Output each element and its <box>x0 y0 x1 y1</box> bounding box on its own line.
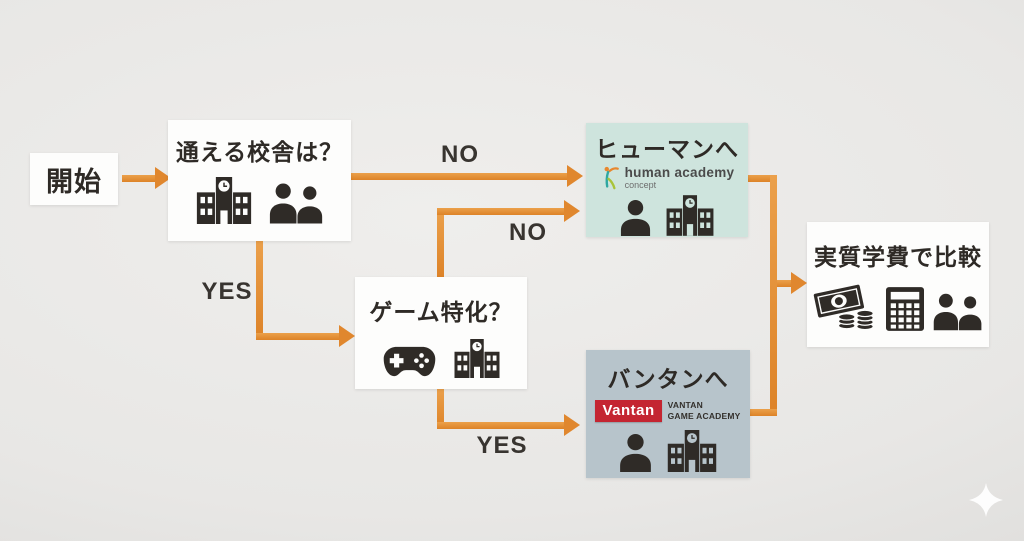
node-compare-tuition: 実質学費で比較 <box>807 222 989 347</box>
arrowhead-merge-to-compare <box>791 272 807 294</box>
edge-merge-arrow-line <box>777 280 793 287</box>
edge-merge-vertical <box>770 175 777 416</box>
compare-label: 実質学費で比較 <box>814 244 982 270</box>
compare-icons <box>812 282 984 331</box>
node-start: 開始 <box>30 153 118 205</box>
question-campus-label: 通える校舎は？ <box>175 139 344 165</box>
sparkle-icon <box>969 483 1003 517</box>
edge-no-mid-horizontal <box>437 208 567 215</box>
vantan-logo: Vantan VANTAN GAME ACADEMY <box>595 400 740 422</box>
vantan-icons <box>619 430 718 472</box>
edge-start-to-campus <box>122 175 158 182</box>
school-icon <box>666 430 718 472</box>
vantan-logo-line2: GAME ACADEMY <box>667 411 741 421</box>
arrowhead-no-top <box>567 165 583 187</box>
money-icon <box>812 282 878 331</box>
edge-yes-bottom-horizontal <box>437 422 567 429</box>
arrowhead-yes-bottom <box>564 414 580 436</box>
question-game-label: ゲーム特化？ <box>369 299 513 325</box>
edge-merge-bottom-stub <box>748 409 777 416</box>
school-icon <box>453 339 501 378</box>
calculator-icon <box>886 287 924 331</box>
start-label: 開始 <box>46 166 102 197</box>
human-label: ヒューマンへ <box>595 136 739 162</box>
node-human-academy: ヒューマンへ human academy concept <box>586 123 748 237</box>
arrowhead-yes-left <box>339 325 355 347</box>
vantan-badge: Vantan <box>595 400 662 422</box>
game-controller-icon <box>382 345 437 378</box>
person-icon <box>619 434 652 472</box>
node-question-campus: 通える校舎は？ <box>168 120 351 241</box>
human-academy-figure-icon <box>600 165 622 191</box>
edge-no-mid-vertical <box>437 211 444 277</box>
edge-label-no-mid: NO <box>509 219 547 246</box>
two-people-icon <box>268 183 325 224</box>
question-campus-icons <box>195 177 325 224</box>
vantan-logo-line1: VANTAN <box>667 400 703 411</box>
school-icon <box>195 177 253 224</box>
edge-label-yes-bottom: YES <box>476 432 528 459</box>
two-people-icon <box>932 293 984 331</box>
human-icons <box>620 195 715 236</box>
arrowhead-start-to-campus <box>155 167 171 189</box>
human-academy-logo-text: human academy <box>624 165 735 181</box>
edge-merge-top-stub <box>748 175 777 182</box>
human-academy-logo: human academy concept <box>600 165 735 191</box>
edge-yes-bottom-vertical <box>437 389 444 429</box>
arrowhead-no-mid <box>564 200 580 222</box>
edge-label-yes-left: YES <box>201 278 253 305</box>
edge-yes-left-horizontal <box>256 333 341 340</box>
school-icon <box>665 195 715 236</box>
question-game-icons <box>382 339 501 378</box>
node-vantan: バンタンへ Vantan VANTAN GAME ACADEMY <box>586 350 750 478</box>
node-question-game: ゲーム特化？ <box>355 277 527 389</box>
human-academy-logo-subtext: concept <box>624 179 657 190</box>
person-icon <box>620 200 651 236</box>
vantan-label: バンタンへ <box>607 366 729 392</box>
edge-yes-left-vertical <box>256 240 263 340</box>
edge-label-no-top: NO <box>441 141 479 168</box>
edge-no-top <box>350 173 570 180</box>
